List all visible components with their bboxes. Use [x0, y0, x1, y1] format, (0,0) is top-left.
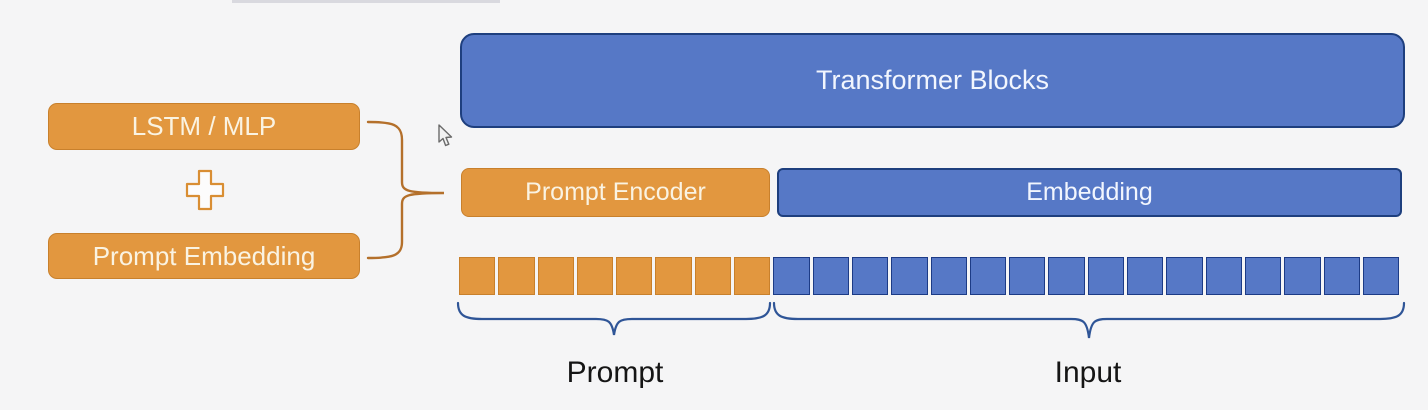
prompt-token	[655, 257, 692, 295]
transformer-blocks-label: Transformer Blocks	[815, 65, 1050, 95]
plus-icon	[185, 169, 225, 211]
input-token	[1284, 257, 1321, 295]
input-token	[1362, 257, 1400, 295]
prompt-token	[498, 257, 535, 295]
prompt-encoder-label: Prompt Encoder	[525, 178, 706, 206]
lstm-mlp-box: LSTM / MLP	[48, 103, 360, 150]
lstm-mlp-label: LSTM / MLP	[131, 111, 277, 141]
input-underbrace	[772, 301, 1406, 339]
input-token	[1009, 257, 1046, 295]
combine-brace	[366, 120, 445, 260]
prompt-encoder-box: Prompt Encoder	[461, 168, 770, 217]
prompt-token	[616, 257, 653, 295]
input-token	[851, 257, 889, 295]
input-token	[891, 257, 928, 295]
input-token	[1087, 257, 1125, 295]
embedding-label: Embedding	[1026, 178, 1153, 206]
input-token	[773, 257, 810, 295]
prompt-token	[694, 257, 732, 295]
prompt-token	[576, 257, 614, 295]
input-token	[1127, 257, 1164, 295]
input-token	[1205, 257, 1242, 295]
prompt-token	[734, 257, 771, 295]
prompt-underbrace	[456, 301, 772, 336]
prompt-embedding-box: Prompt Embedding	[48, 233, 360, 279]
embedding-box: Embedding	[777, 168, 1402, 217]
transformer-blocks-box: Transformer Blocks	[460, 33, 1405, 128]
input-token	[930, 257, 967, 295]
input-token	[1323, 257, 1360, 295]
token-row	[459, 257, 1400, 295]
mouse-cursor-icon	[438, 124, 453, 147]
input-token	[812, 257, 849, 295]
prompt-token	[459, 257, 496, 295]
top-edge-artifact	[232, 0, 500, 3]
input-token	[1244, 257, 1282, 295]
prompt-token	[537, 257, 574, 295]
prompt-section-label: Prompt	[566, 356, 664, 389]
prompt-embedding-label: Prompt Embedding	[92, 240, 316, 271]
input-token	[1048, 257, 1085, 295]
input-section-label: Input	[1054, 356, 1122, 389]
input-token	[1166, 257, 1203, 295]
input-token	[969, 257, 1007, 295]
